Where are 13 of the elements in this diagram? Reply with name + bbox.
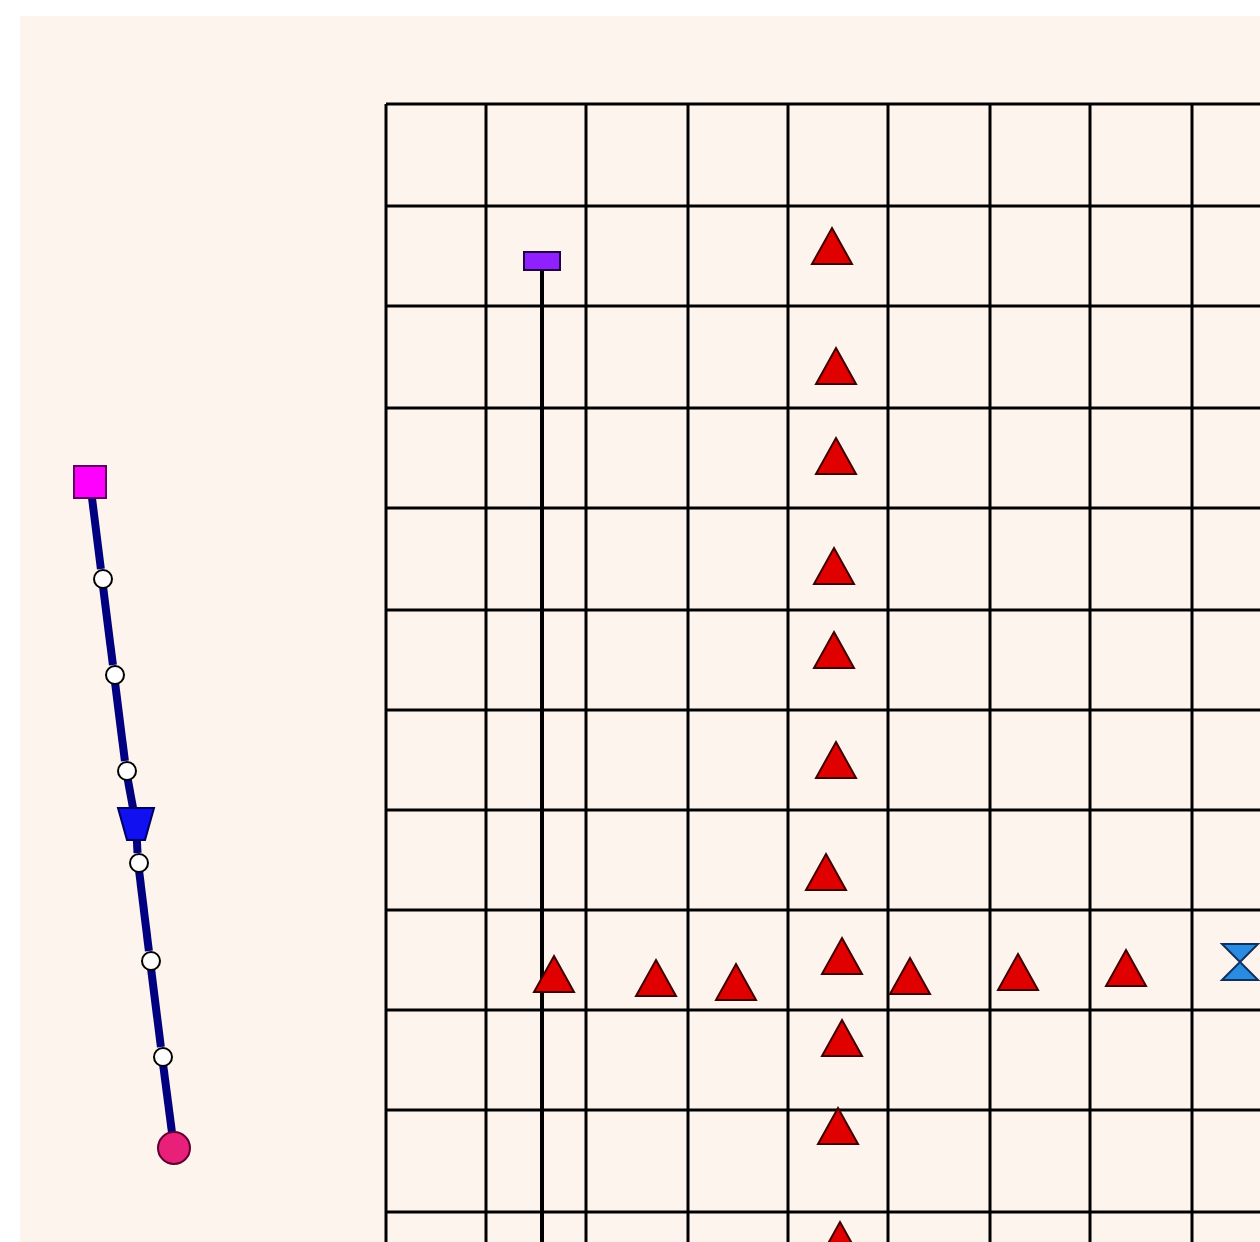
connector-line [123,778,138,809]
connector-line [159,1064,176,1133]
connector-line [540,269,544,1242]
connector-line [88,497,105,570]
connector-line [135,870,153,952]
square-node [74,466,106,498]
circle-node [158,1132,190,1164]
bar-node [524,251,560,269]
connector-line [99,586,117,666]
connector-line [147,968,165,1048]
trapezoid-node [118,808,154,840]
connector-line [132,839,142,854]
connector-line [111,682,129,762]
